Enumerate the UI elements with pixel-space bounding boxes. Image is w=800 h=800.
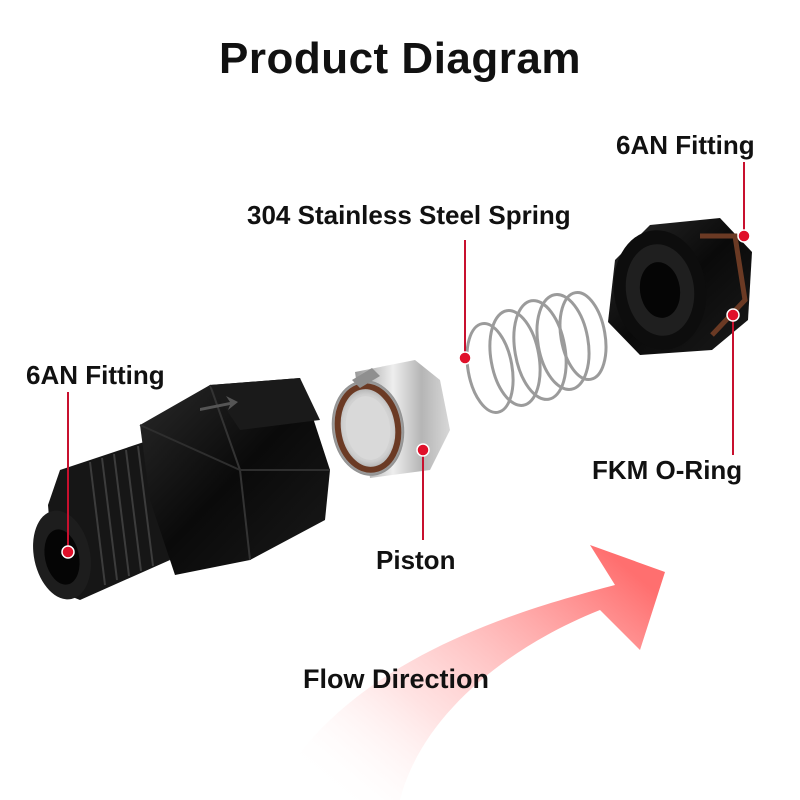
right-fitting-label: 6AN Fitting: [616, 130, 755, 160]
right-6an-fitting: [608, 218, 752, 355]
callout-lines: [67, 162, 745, 552]
flow-direction-label: Flow Direction: [303, 664, 490, 694]
spring-dot: [458, 351, 472, 365]
left-6an-fitting: [33, 378, 330, 600]
spring-label: 304 Stainless Steel Spring: [247, 200, 571, 230]
right-fitting-dot: [737, 229, 751, 243]
callout-dots: [61, 229, 751, 559]
o-ring-dot: [726, 308, 740, 322]
left-fitting-label: 6AN Fitting: [26, 360, 165, 390]
o-ring-label: FKM O-Ring: [592, 455, 743, 485]
piston-label: Piston: [376, 545, 456, 575]
page-title: Product Diagram: [218, 34, 581, 83]
piston-dot: [416, 443, 430, 457]
left-fitting-dot: [61, 545, 75, 559]
stainless-steel-spring: [465, 291, 608, 414]
piston: [331, 360, 450, 478]
flow-direction-arrow: [270, 545, 665, 800]
